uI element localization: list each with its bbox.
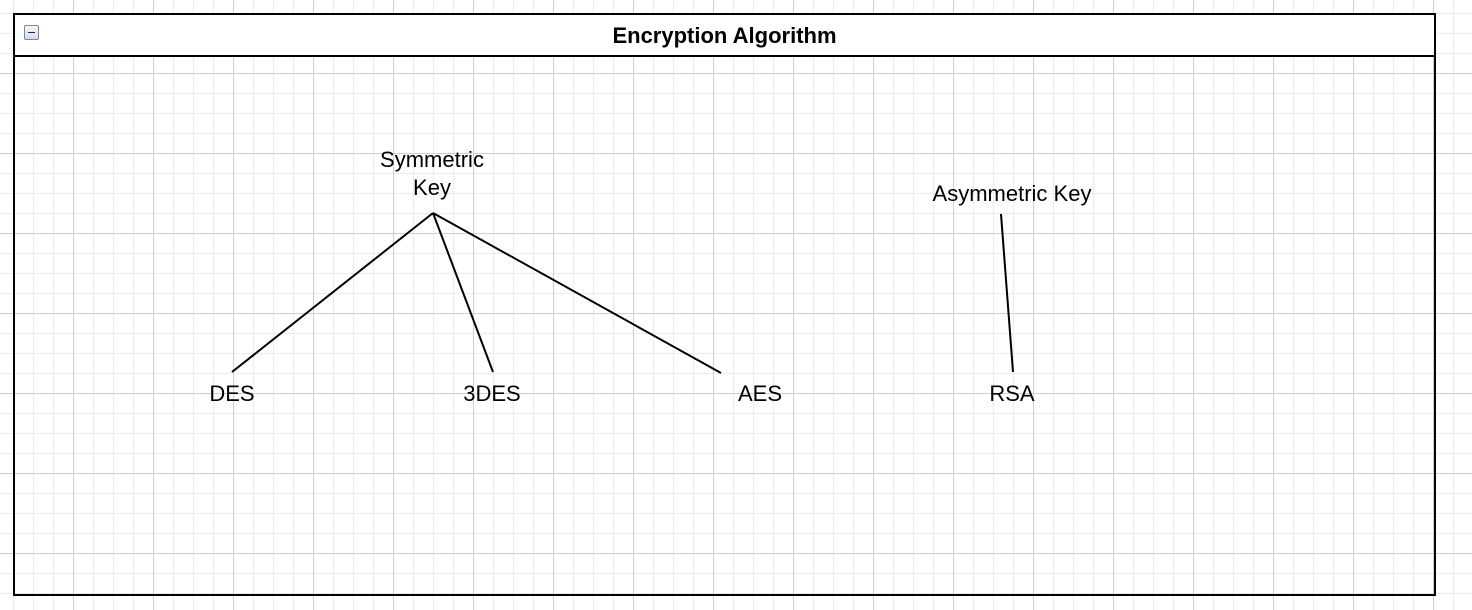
container-title: Encryption Algorithm [612, 23, 837, 48]
edge-symmetric-to-3des[interactable] [432, 212, 494, 373]
edge-asymmetric-to-rsa[interactable] [1000, 213, 1014, 373]
node-des[interactable]: DES [209, 381, 255, 406]
container-header[interactable]: Encryption Algorithm [15, 15, 1434, 57]
node-rsa[interactable]: RSA [989, 381, 1035, 406]
collapse-icon[interactable] [24, 25, 39, 40]
node-asymmetric-key[interactable]: Asymmetric Key [932, 181, 1092, 206]
node-symmetric-key[interactable]: Symmetric Key [380, 147, 484, 200]
edge-symmetric-to-aes[interactable] [432, 212, 722, 374]
edge-symmetric-to-des[interactable] [231, 212, 434, 373]
node-3des[interactable]: 3DES [463, 381, 521, 406]
node-aes[interactable]: AES [737, 381, 783, 406]
encryption-algorithm-container[interactable]: Encryption Algorithm [13, 13, 1436, 596]
